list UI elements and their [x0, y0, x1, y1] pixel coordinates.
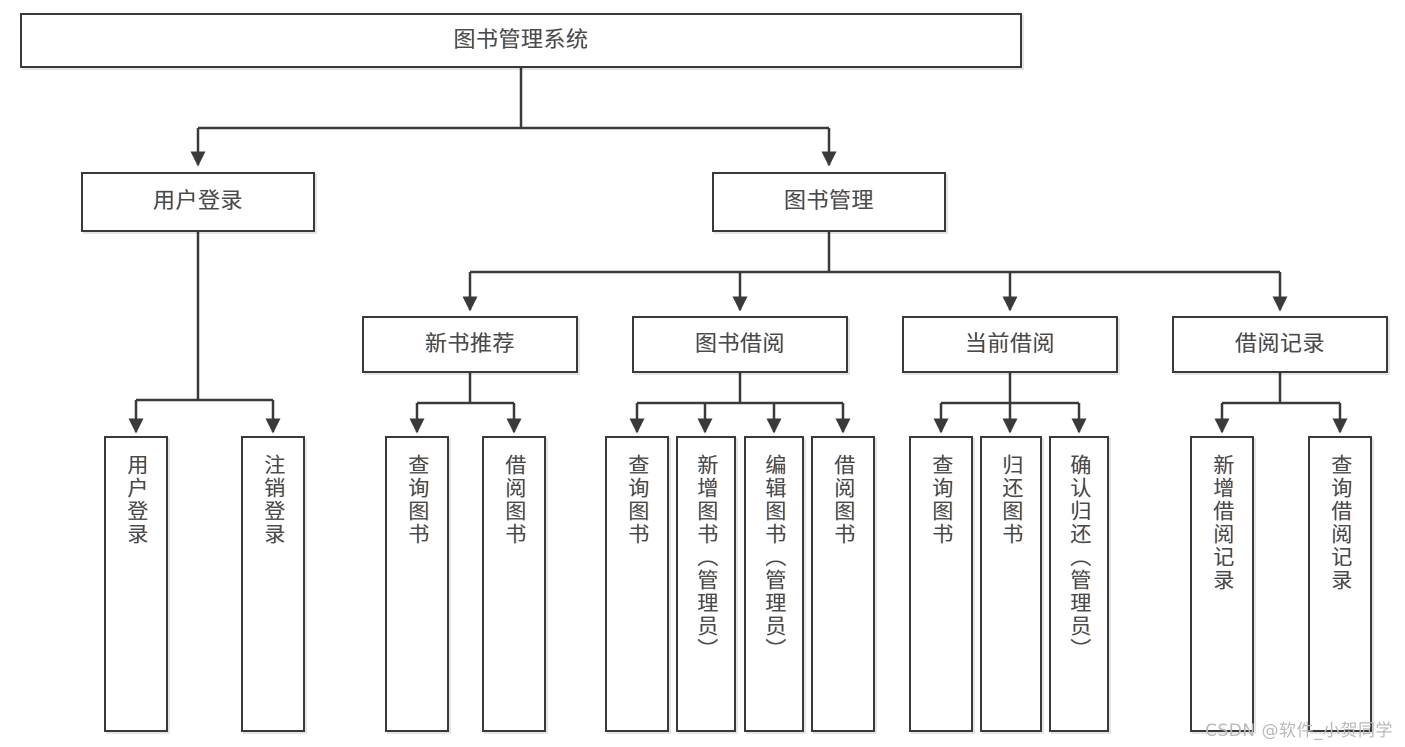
node-label: 借阅记录	[1234, 331, 1325, 357]
leaf-recommend-query-book[interactable]: 查询图书	[385, 436, 449, 732]
leaf-user-login-signout[interactable]: 注销登录	[241, 436, 305, 732]
node-label: 新书推荐	[424, 331, 515, 357]
leaf-borrow-borrow-book[interactable]: 借阅图书	[811, 436, 875, 732]
node-label: 图书管理系统	[453, 27, 589, 53]
node-label: 用户登录	[152, 189, 243, 215]
node-label: 查询图书	[405, 454, 430, 546]
node-label: 确认归还（管理员）	[1067, 454, 1092, 661]
leaf-record-query-borrow-record[interactable]: 查询借阅记录	[1308, 436, 1372, 732]
node-label: 查询借阅记录	[1328, 454, 1353, 592]
node-label: 新增图书（管理员）	[694, 454, 719, 661]
leaf-current-return-book[interactable]: 归还图书	[980, 436, 1042, 732]
node-label: 借阅图书	[831, 454, 856, 546]
leaf-current-query-book[interactable]: 查询图书	[909, 436, 973, 732]
csdn-watermark: CSDN @软件_小贺同学	[1205, 721, 1393, 741]
node-current-borrow[interactable]: 当前借阅	[902, 316, 1118, 373]
node-label: 用户登录	[124, 454, 149, 546]
node-label: 借阅图书	[502, 454, 527, 546]
node-root-book-management-system[interactable]: 图书管理系统	[20, 13, 1022, 68]
node-user-login[interactable]: 用户登录	[81, 172, 315, 232]
node-book-borrow[interactable]: 图书借阅	[632, 316, 848, 373]
node-book-management[interactable]: 图书管理	[712, 172, 946, 232]
node-label: 当前借阅	[964, 331, 1055, 357]
node-label: 查询图书	[929, 454, 954, 546]
node-label: 图书管理	[783, 189, 874, 215]
leaf-borrow-edit-book-admin[interactable]: 编辑图书（管理员）	[744, 436, 804, 732]
leaf-borrow-add-book-admin[interactable]: 新增图书（管理员）	[676, 436, 736, 732]
node-label: 归还图书	[999, 454, 1024, 546]
node-borrow-record[interactable]: 借阅记录	[1172, 316, 1388, 373]
node-label: 查询图书	[625, 454, 650, 546]
leaf-current-confirm-return-admin[interactable]: 确认归还（管理员）	[1049, 436, 1109, 732]
leaf-recommend-borrow-book[interactable]: 借阅图书	[482, 436, 546, 732]
node-label: 新增借阅记录	[1210, 454, 1235, 592]
node-label: 注销登录	[261, 454, 286, 546]
leaf-record-add-borrow-record[interactable]: 新增借阅记录	[1190, 436, 1254, 732]
leaf-borrow-query-book[interactable]: 查询图书	[605, 436, 669, 732]
node-new-book-recommend[interactable]: 新书推荐	[362, 316, 578, 373]
node-label: 编辑图书（管理员）	[762, 454, 787, 661]
node-label: 图书借阅	[694, 331, 785, 357]
leaf-user-login-signin[interactable]: 用户登录	[104, 436, 168, 732]
